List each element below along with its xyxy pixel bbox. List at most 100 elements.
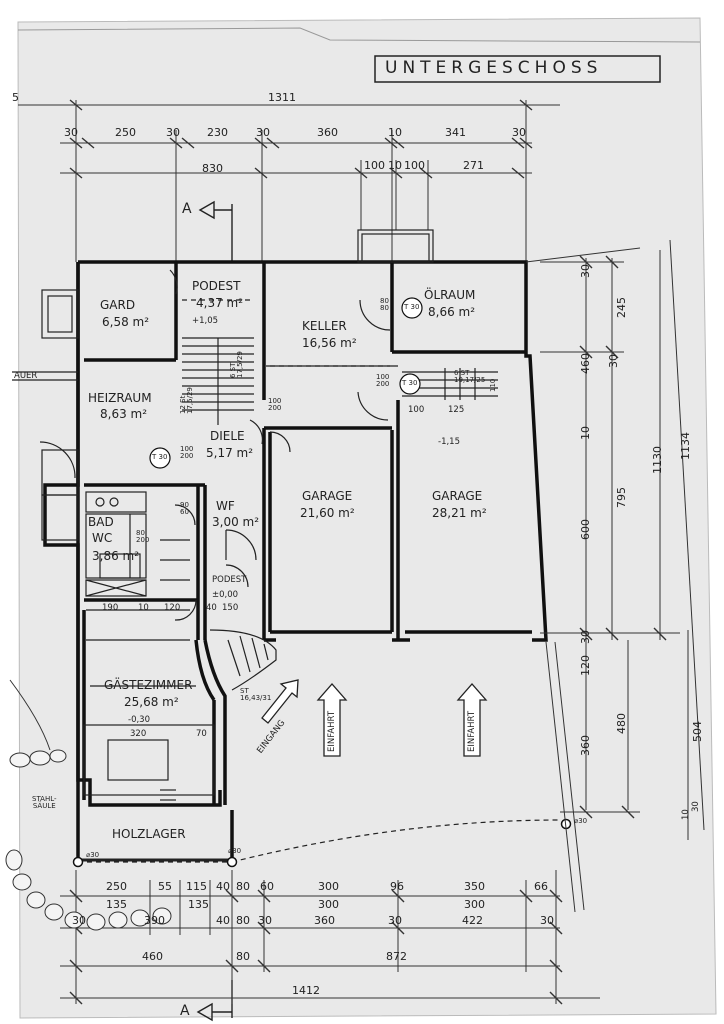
label-einfahrt-1: EINFAHRT <box>327 710 337 752</box>
t30-label-1: T 30 <box>152 453 168 461</box>
room-garage2-level: -1,15 <box>438 437 460 447</box>
dim-top-total: 1311 <box>268 91 296 104</box>
dim-bottom-460: 460 <box>142 950 163 963</box>
dim-top-100b: 100 <box>404 159 425 172</box>
right-dimension-lines <box>525 239 705 913</box>
dim-bottom-40b: 40 <box>216 914 230 927</box>
room-garage1-area: 21,60 m² <box>300 506 355 520</box>
room-bad-name: BAD <box>88 515 114 529</box>
dim-bottom-55: 55 <box>158 880 172 893</box>
dim-bottom-300b: 300 <box>318 898 339 911</box>
dim-right-30c: 30 <box>579 630 592 644</box>
label-stahlsaeule: STAHL- SÄULE <box>32 795 57 810</box>
dim-bottom-115: 115 <box>186 880 207 893</box>
room-gaestezimmer-area: 25,68 m² <box>124 695 179 709</box>
room-heizraum-name: HEIZRAUM <box>88 391 152 405</box>
fire-door-markers <box>149 297 423 469</box>
thin-lines <box>12 229 561 863</box>
dim-bottom-300a: 300 <box>318 880 339 893</box>
dim-top-3: 30 <box>166 126 180 139</box>
dim-top-7: 10 <box>388 126 402 139</box>
dim-top-10: 10 <box>388 159 402 172</box>
dim-top-lead: 5 <box>12 91 19 104</box>
dim-right-360: 360 <box>579 735 592 756</box>
dim-top-830: 830 <box>202 162 223 175</box>
title-frame <box>374 55 661 83</box>
dim-bottom-80b: 80 <box>236 914 250 927</box>
room-diele-area: 5,17 m² <box>206 446 254 460</box>
room-gard-name: GARD <box>100 298 136 312</box>
room-oelraum-name: ÖLRAUM <box>424 288 476 302</box>
dim-inner-k100: 100 <box>408 405 425 415</box>
gaeste-furniture <box>83 609 215 801</box>
dim-bottom-422: 422 <box>462 914 483 927</box>
entrance-stair <box>209 629 277 691</box>
label-stair-heiz: 12 St 17,5/29 <box>179 387 194 414</box>
room-garage2-area: 28,21 m² <box>432 506 487 520</box>
dim-top-4: 230 <box>207 126 228 139</box>
dim-right-30b: 30 <box>607 354 620 368</box>
top-dimension-lines <box>18 99 560 262</box>
dim-top-100a: 100 <box>364 159 385 172</box>
room-podest-area: 4,37 m² <box>196 296 244 310</box>
t30-label-3: T 30 <box>402 379 418 387</box>
dim-bottom-872: 872 <box>386 950 407 963</box>
einfahrt-arrows <box>261 679 488 757</box>
dim-bottom-80c: 80 <box>236 950 250 963</box>
bath-fixtures <box>85 491 190 597</box>
door-label-diele: 100 200 <box>180 445 194 460</box>
walls <box>43 260 548 860</box>
dim-inner-k110: 110 <box>489 378 497 392</box>
dim-top-8: 341 <box>445 126 466 139</box>
dim-top-2: 250 <box>115 126 136 139</box>
room-gard-area: 6,58 m² <box>102 315 150 329</box>
label-stair-keller: 6 ST 19,17/25 <box>454 369 486 384</box>
dim-bottom-350: 350 <box>464 880 485 893</box>
stair-treads-podest <box>182 337 254 425</box>
label-stair-up: 6 ST 17,5/29 <box>229 351 244 378</box>
dim-bottom-30b: 30 <box>258 914 272 927</box>
dim-bottom-250: 250 <box>106 880 127 893</box>
dim-right-120: 120 <box>579 655 592 676</box>
dim-inner-70: 70 <box>196 729 207 739</box>
dim-bottom-1412: 1412 <box>292 984 320 997</box>
dim-inner-150: 150 <box>222 603 239 613</box>
dim-inner-120: 120 <box>164 603 181 613</box>
dim-top-271: 271 <box>463 159 484 172</box>
dim-right-1130: 1130 <box>651 446 664 474</box>
dim-right-10: 10 <box>579 426 592 440</box>
room-keller-name: KELLER <box>302 319 347 333</box>
room-podest2-name: PODEST <box>212 575 247 585</box>
dim-right-460: 460 <box>579 353 592 374</box>
room-holzlager-name: HOLZLAGER <box>112 827 186 841</box>
door-label-garage: 100 200 <box>376 373 390 388</box>
room-wf-area: 3,00 m² <box>212 515 260 529</box>
column-label-1: ⌀30 <box>86 851 100 859</box>
room-podest2-level: ±0,00 <box>212 590 239 600</box>
door-label-keller: 100 200 <box>268 397 282 412</box>
dim-bottom-135b: 135 <box>188 898 209 911</box>
door-label-wf: 90 60 <box>180 501 189 516</box>
dim-right-480: 480 <box>615 713 628 734</box>
dim-right-245: 245 <box>615 297 628 318</box>
room-gaestezimmer-name: GÄSTEZIMMER <box>104 678 193 692</box>
room-diele-name: DIELE <box>210 429 245 443</box>
door-label-bad: 80 200 <box>136 529 150 544</box>
label-stair-entrance: ST 16,43/31 <box>240 687 272 702</box>
dim-bottom-360: 360 <box>314 914 335 927</box>
dim-bottom-96: 96 <box>390 880 404 893</box>
room-heizraum-area: 8,63 m² <box>100 407 148 421</box>
dim-right-504: 504 <box>691 721 704 742</box>
dim-inner-190: 190 <box>102 603 119 613</box>
column-label-2: ⌀30 <box>228 847 242 855</box>
bottom-dimension-lines <box>60 870 600 1005</box>
dim-inner-k125: 125 <box>448 405 465 415</box>
dim-right-1134: 1134 <box>679 432 692 460</box>
dim-bottom-80a: 80 <box>236 880 250 893</box>
room-bad-area: 3,86 m² <box>92 549 140 563</box>
dim-bottom-390: 390 <box>144 914 165 927</box>
dim-top-6: 360 <box>317 126 338 139</box>
paper-scan <box>17 17 717 1019</box>
dim-top-1: 30 <box>64 126 78 139</box>
